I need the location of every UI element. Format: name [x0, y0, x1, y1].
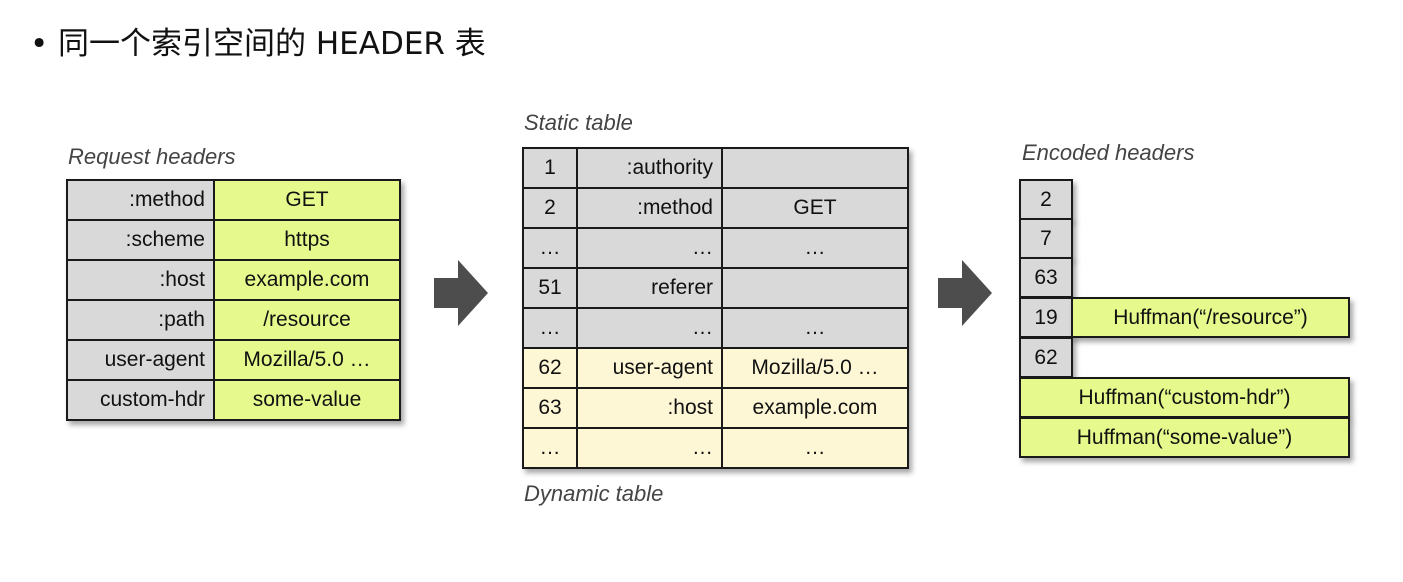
table-index: …	[522, 427, 578, 469]
encoded-index: 7	[1019, 218, 1073, 259]
request-header-row: :path/resource	[66, 299, 401, 341]
table-header-name: user-agent	[576, 347, 723, 389]
table-header-value: example.com	[721, 387, 909, 429]
table-header-name: …	[576, 227, 723, 269]
table-header-name: …	[576, 427, 723, 469]
table-header-value	[721, 147, 909, 189]
table-header-value: …	[721, 227, 909, 269]
table-index: 62	[522, 347, 578, 389]
table-index: 2	[522, 187, 578, 229]
request-header-name: :scheme	[66, 219, 215, 261]
encoded-index: 19	[1019, 297, 1073, 338]
request-header-name: user-agent	[66, 339, 215, 381]
table-header-name: :authority	[576, 147, 723, 189]
encoded-huffman-name: Huffman(“custom-hdr”)	[1019, 377, 1350, 418]
right-arrow-icon	[434, 260, 488, 326]
static-table-row: ………	[522, 307, 909, 349]
table-index: 63	[522, 387, 578, 429]
page-title-text: 同一个索引空间的 HEADER 表	[58, 26, 486, 62]
encoded-index: 63	[1019, 257, 1073, 298]
request-header-name: :host	[66, 259, 215, 301]
table-header-value: Mozilla/5.0 …	[721, 347, 909, 389]
bullet: •	[30, 26, 49, 62]
table-header-value: GET	[721, 187, 909, 229]
table-header-name: :method	[576, 187, 723, 229]
request-headers-caption: Request headers	[68, 144, 236, 169]
static-table-row: ………	[522, 227, 909, 269]
page-title: •同一个索引空间的 HEADER 表	[30, 18, 486, 63]
request-header-value: GET	[213, 179, 401, 221]
dynamic-table-row: ………	[522, 427, 909, 469]
encoded-huffman-value: Huffman(“some-value”)	[1019, 417, 1350, 458]
static-table-row: 1:authority	[522, 147, 909, 189]
table-header-name: :host	[576, 387, 723, 429]
dynamic-table-caption: Dynamic table	[524, 481, 664, 506]
encoded-headers-caption: Encoded headers	[1022, 140, 1195, 165]
table-index: …	[522, 227, 578, 269]
request-header-name: :path	[66, 299, 215, 341]
table-header-value: …	[721, 427, 909, 469]
request-header-value: example.com	[213, 259, 401, 301]
table-header-name: …	[576, 307, 723, 349]
table-index: 51	[522, 267, 578, 309]
encoded-index: 62	[1019, 337, 1073, 378]
encoded-index: 2	[1019, 179, 1073, 220]
table-header-value	[721, 267, 909, 309]
table-index: …	[522, 307, 578, 349]
request-header-value: some-value	[213, 379, 401, 421]
encoded-huffman-resource: Huffman(“/resource”)	[1071, 297, 1350, 338]
table-index: 1	[522, 147, 578, 189]
table-header-value: …	[721, 307, 909, 349]
request-header-name: :method	[66, 179, 215, 221]
static-table-caption: Static table	[524, 110, 633, 135]
request-header-value: Mozilla/5.0 …	[213, 339, 401, 381]
right-arrow-icon	[938, 260, 992, 326]
request-header-name: custom-hdr	[66, 379, 215, 421]
request-header-value: https	[213, 219, 401, 261]
request-header-value: /resource	[213, 299, 401, 341]
table-header-name: referer	[576, 267, 723, 309]
